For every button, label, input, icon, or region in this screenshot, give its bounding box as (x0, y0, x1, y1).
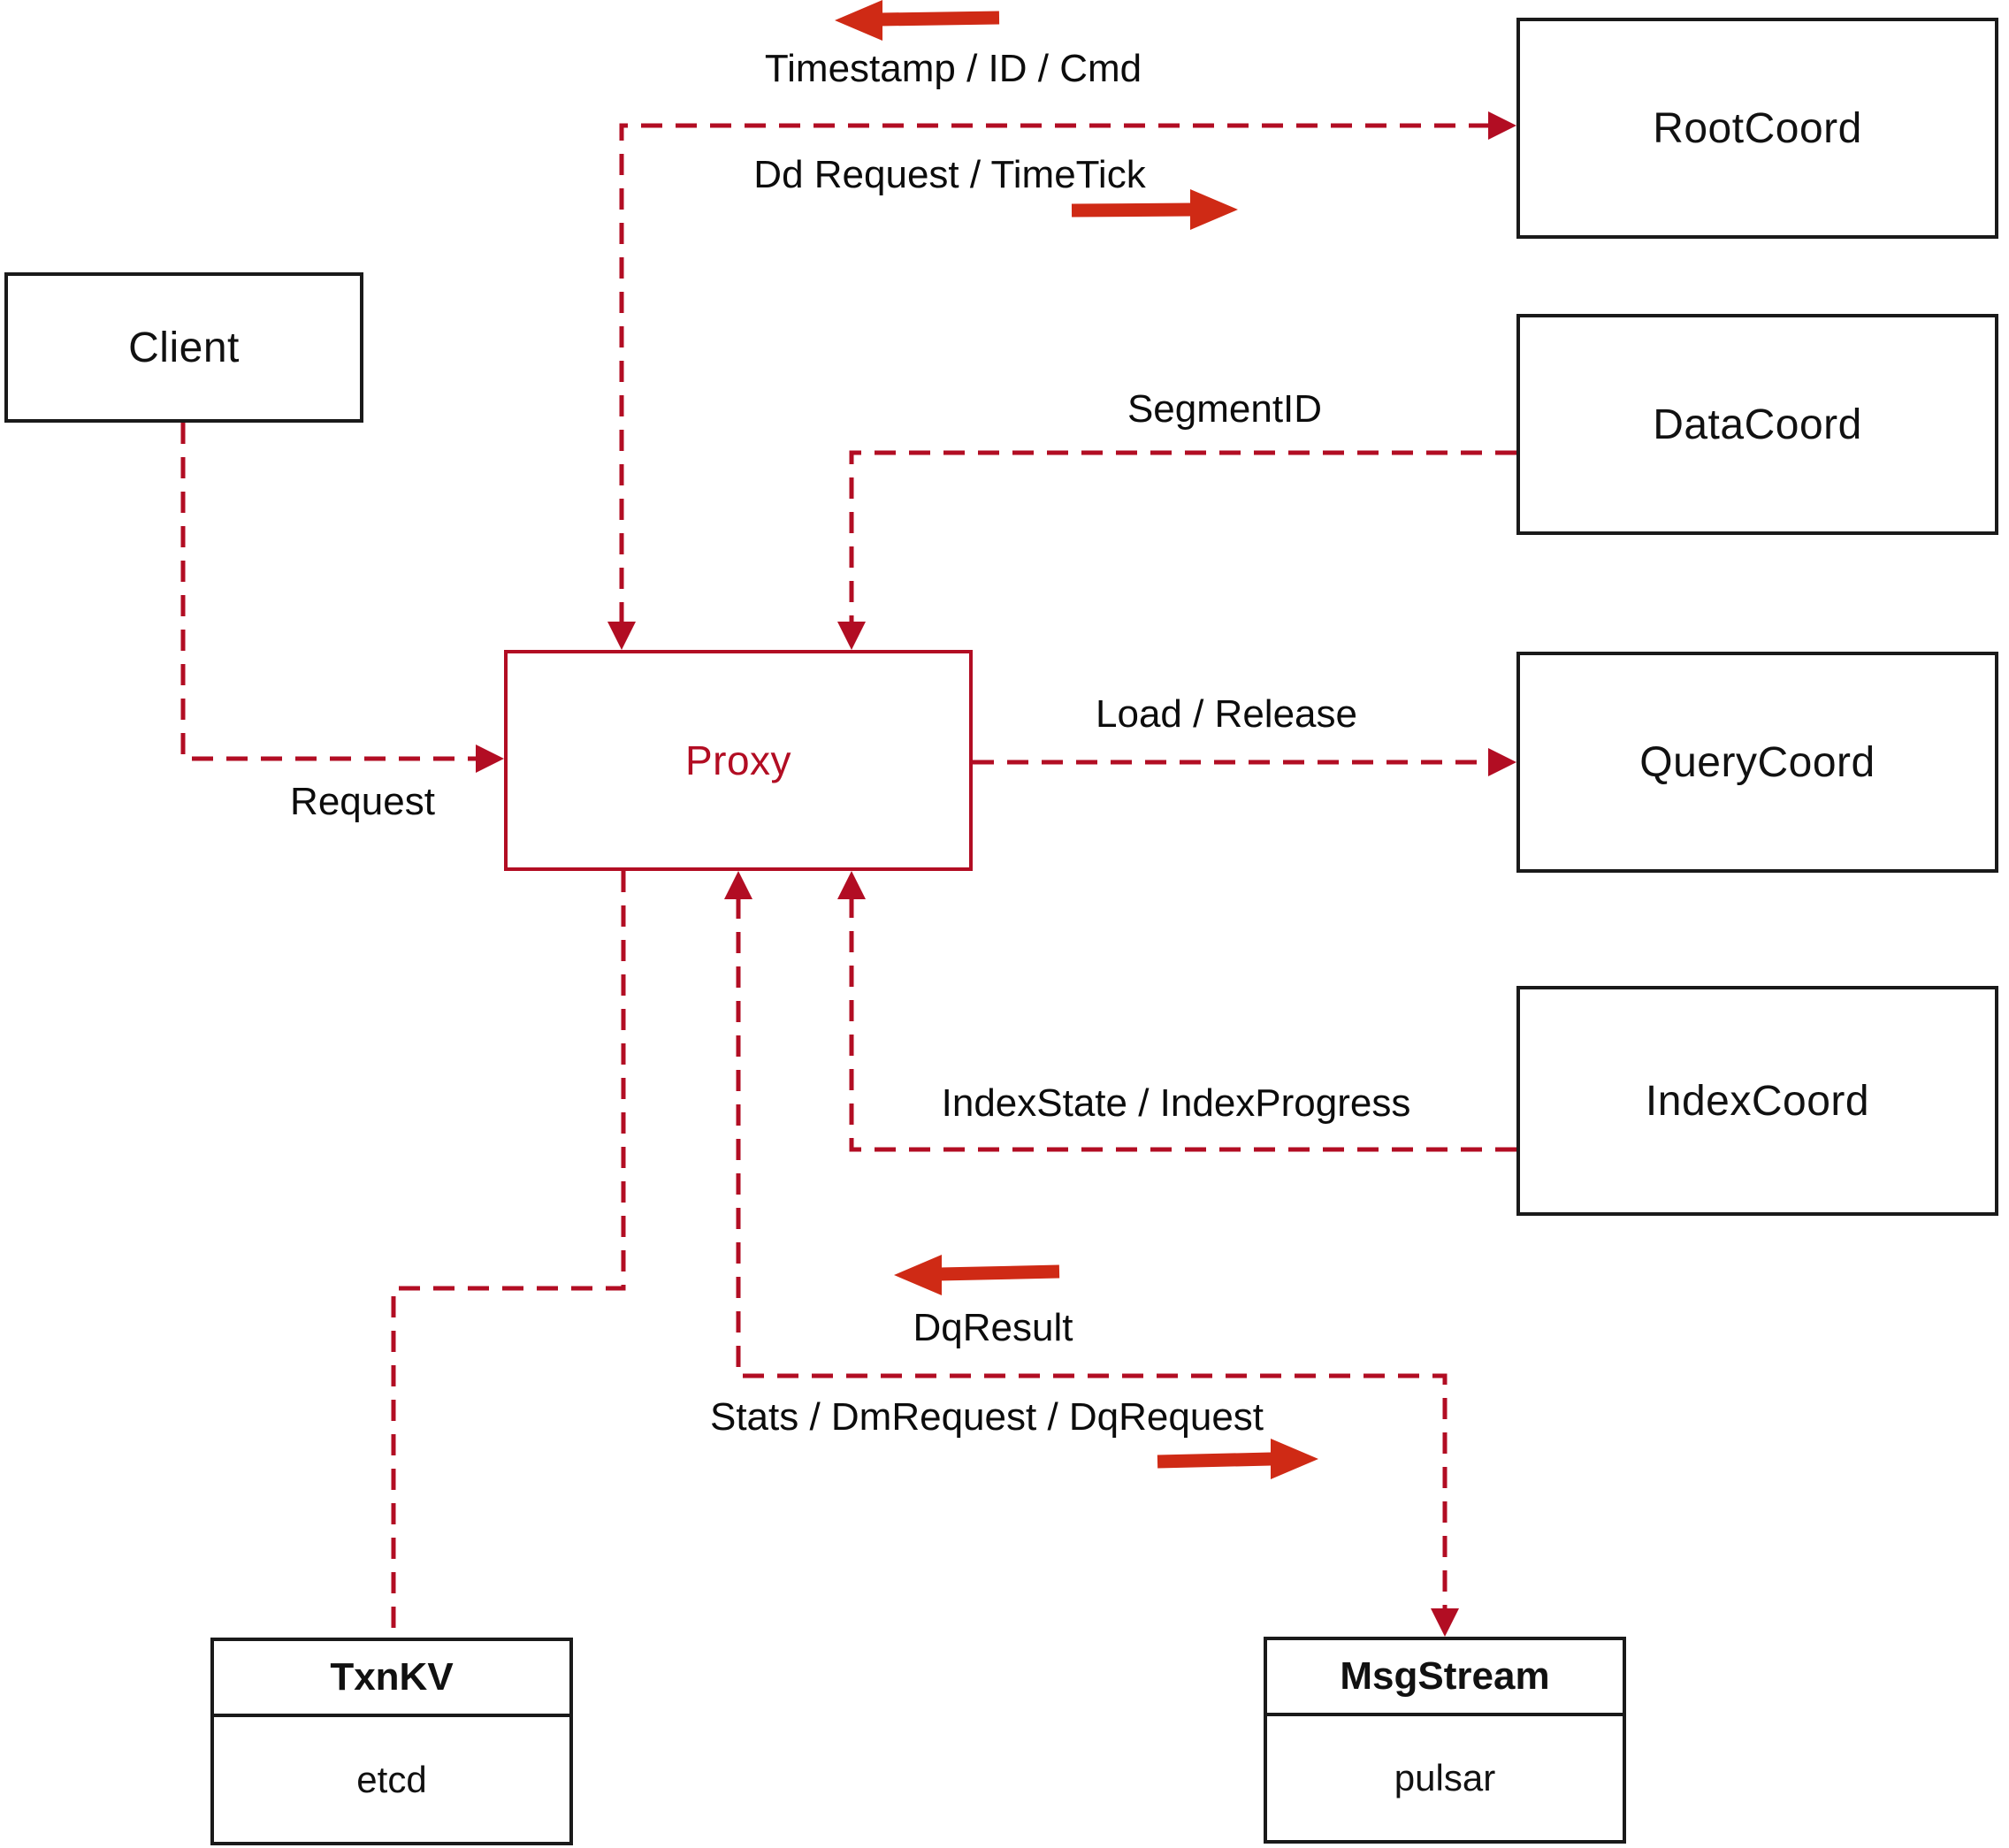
edge-proxy-rootcoord (619, 123, 1492, 623)
client-label: Client (128, 324, 240, 371)
txnkv-impl-label: etcd (356, 1758, 427, 1800)
querycoord-node: QueryCoord (1516, 652, 1998, 873)
edge-label-request: Request (290, 780, 435, 823)
indexcoord-label: IndexCoord (1645, 1077, 1870, 1125)
arrowhead-into-proxy-left (476, 745, 504, 773)
rootcoord-node: RootCoord (1516, 18, 1998, 239)
edge-label-segment-id: SegmentID (1127, 387, 1323, 431)
txnkv-title: TxnKV (330, 1655, 454, 1699)
edge-client-proxy (180, 423, 477, 761)
edge-label-dd-request-timetick: Dd Request / TimeTick (753, 153, 1146, 196)
timestamp-direction-left-arrow-icon (835, 0, 1000, 41)
datacoord-node: DataCoord (1516, 314, 1998, 535)
indexcoord-node: IndexCoord (1516, 986, 1998, 1216)
edge-proxy-txnkv (391, 871, 626, 1636)
msgstream-node: MsgStream pulsar (1264, 1637, 1626, 1844)
edge-label-stats-dm-dq-request: Stats / DmRequest / DqRequest (709, 1395, 1264, 1439)
proxy-node: Proxy (504, 650, 973, 871)
proxy-label: Proxy (684, 737, 792, 783)
querycoord-label: QueryCoord (1639, 738, 1875, 786)
edge-indexcoord-proxy (849, 897, 1516, 1152)
edge-datacoord-proxy (849, 450, 1516, 623)
txnkv-body: etcd (214, 1717, 569, 1842)
msgstream-title: MsgStream (1340, 1654, 1550, 1698)
msgstream-header: MsgStream (1267, 1640, 1623, 1716)
edge-label-load-release: Load / Release (1096, 692, 1357, 736)
ddrequest-direction-right-arrow-icon (1071, 189, 1238, 230)
rootcoord-label: RootCoord (1653, 104, 1862, 152)
arrowhead-into-proxy-bottom-right (837, 871, 866, 899)
arrowhead-into-msgstream (1431, 1608, 1459, 1637)
msgstream-impl-label: pulsar (1394, 1757, 1496, 1798)
edge-proxy-msgstream (736, 897, 1448, 1610)
arrowhead-into-proxy-bottom-left (724, 871, 752, 899)
txnkv-header: TxnKV (214, 1641, 569, 1717)
arrowhead-into-querycoord (1488, 748, 1516, 776)
datacoord-label: DataCoord (1653, 401, 1862, 448)
arrowhead-into-proxy-top-right (837, 622, 866, 650)
arrowhead-into-proxy-top-left (607, 622, 636, 650)
edge-label-dq-result: DqResult (913, 1306, 1073, 1349)
stats-direction-right-arrow-icon (1157, 1439, 1318, 1479)
msgstream-body: pulsar (1267, 1716, 1623, 1840)
client-node: Client (4, 272, 363, 423)
txnkv-node: TxnKV etcd (210, 1638, 573, 1845)
arrowhead-into-rootcoord (1488, 111, 1516, 140)
edge-label-index-state-progress: IndexState / IndexProgress (941, 1081, 1411, 1125)
edge-label-timestamp-id-cmd: Timestamp / ID / Cmd (764, 47, 1142, 90)
dqresult-direction-left-arrow-icon (894, 1255, 1060, 1295)
